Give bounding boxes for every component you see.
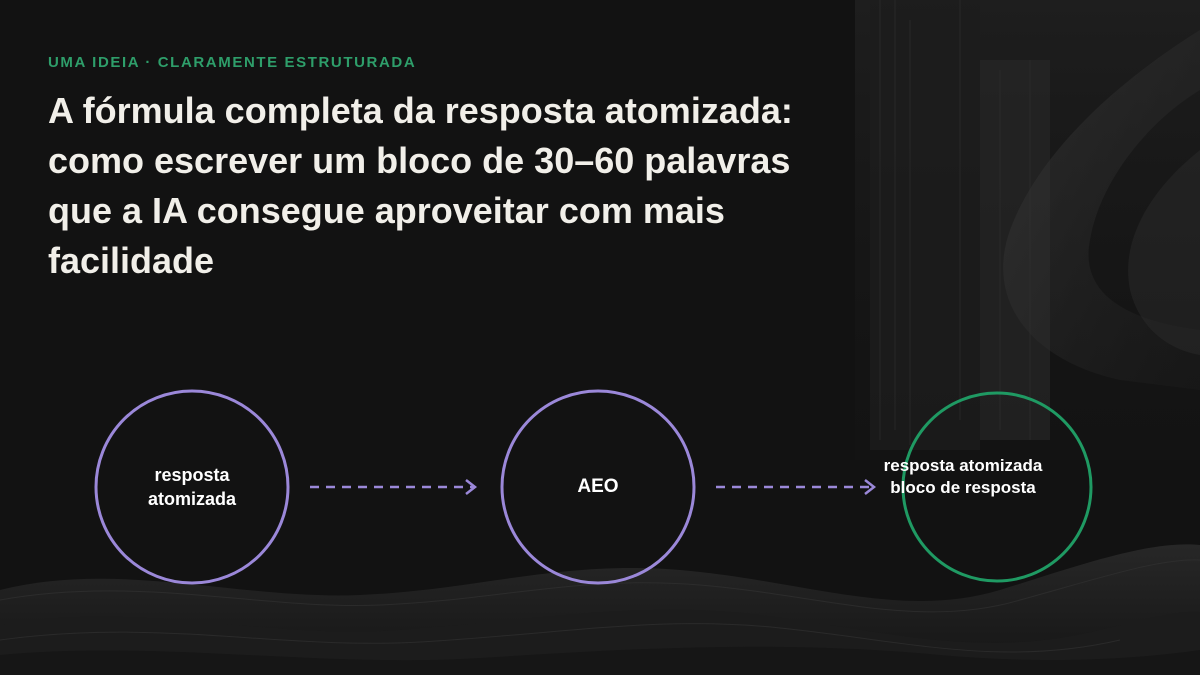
edge-2 [716,479,877,495]
node-circle-2 [500,389,696,585]
node-label-3: resposta atomizada bloco de resposta [883,456,1043,497]
node-label-1: resposta atomizada [147,465,237,509]
edge-2-arrowhead [864,479,877,495]
node-circle-1 [94,389,290,585]
edge-1-arrowhead [465,479,478,495]
node-circle-3 [901,391,1093,583]
node-label-2: AEO [577,476,619,497]
eyebrow-label: UMA IDEIA · CLARAMENTE ESTRUTURADA [48,54,417,71]
edge-1 [310,479,478,495]
page-title: A fórmula completa da resposta atomizada… [48,90,793,281]
